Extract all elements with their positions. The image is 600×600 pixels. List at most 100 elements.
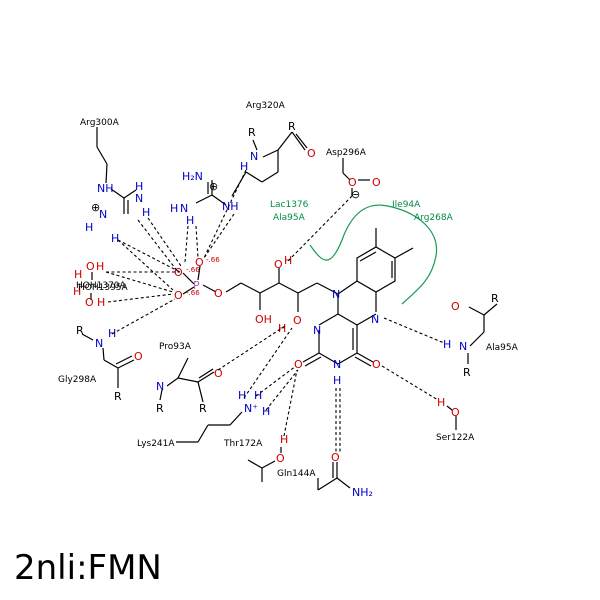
asp296-od2: O	[372, 176, 381, 189]
hydrophobic-contact-arc	[309, 204, 438, 305]
lys241-h1: H	[238, 389, 246, 402]
atom-o1p: O	[195, 256, 204, 269]
label-thr172: Thr172A	[223, 439, 263, 449]
arg300-plus-icon: ⊕	[91, 201, 100, 214]
atom-o4-ribityl: OH	[255, 313, 272, 326]
label-pro93: Pro93A	[159, 342, 192, 352]
gly298-n: N	[95, 337, 103, 350]
water2-o: O	[85, 296, 94, 309]
arg320-n: N	[250, 150, 258, 163]
label-gln144: Gln144A	[277, 469, 316, 479]
atom-o2-ribityl: O	[293, 314, 302, 327]
arg320-nh2-h: H	[186, 214, 194, 227]
atom-o3-ribityl: O	[274, 258, 283, 271]
atom-n1: N	[313, 324, 321, 337]
atom-o2: O	[294, 358, 303, 371]
arg300-nh2: N	[99, 208, 107, 221]
arg320-o: O	[307, 147, 316, 160]
water1-h1: H	[74, 268, 82, 281]
residue-arg320	[195, 131, 308, 206]
ser122-h: H	[437, 396, 445, 409]
arg320-ne: NH	[222, 200, 239, 213]
atom-n3-h: H	[333, 374, 341, 387]
arg320-nh2: H	[170, 202, 178, 215]
atom-n3: N	[333, 358, 341, 371]
label-ser122: Ser122A	[436, 433, 475, 443]
arg300-nh2-h2: H	[111, 232, 119, 245]
arg300-nh1-n: N	[135, 192, 143, 205]
label-ala95: Ala95A	[486, 343, 519, 353]
arg320-nh: H	[240, 160, 248, 173]
arg300-nh1: H	[135, 180, 143, 193]
label-hoh1395: HOH1395A	[78, 283, 129, 293]
atom-n5: N	[371, 313, 379, 326]
charge-o1p: -.66	[206, 256, 220, 264]
label-hoh1370: HOH1370A	[76, 281, 127, 291]
hydrophobic-ala95: Ala95A	[273, 213, 306, 223]
arg300-nh2-h1: H	[85, 221, 93, 234]
gly298-r2: R	[114, 390, 122, 403]
arg300-ne: NH	[97, 182, 114, 195]
water1-o: O	[86, 260, 95, 273]
residue-gln144	[317, 462, 351, 491]
charge-o3p: -.66	[186, 289, 200, 297]
ala95-h: H	[443, 338, 451, 351]
atom-o3p: O	[174, 289, 183, 302]
residue-ala95	[467, 303, 498, 364]
residue-arg300	[96, 127, 137, 214]
atom-n10: N	[332, 288, 340, 301]
atom-o5: O	[214, 287, 223, 300]
thr172-h: H	[280, 433, 288, 446]
pro93-r: R	[156, 402, 164, 415]
water1-h2: H	[96, 260, 104, 273]
residue-ser122	[446, 405, 457, 430]
arg320-plus-icon: ⊕	[209, 180, 218, 193]
waters	[90, 272, 93, 300]
gln144-oe1: O	[331, 451, 340, 464]
pro93-r2: R	[199, 402, 207, 415]
benzene-ring	[356, 246, 396, 293]
gly298-r: R	[76, 324, 84, 337]
label-gly298: Gly298A	[58, 375, 97, 385]
ala95-r: R	[491, 292, 499, 305]
ser122-og: O	[451, 406, 460, 419]
pro93-n: N	[156, 380, 164, 393]
lys241-h3: H	[262, 405, 270, 418]
pro93-o: O	[214, 367, 223, 380]
ala95-n: N	[459, 340, 467, 353]
gly298-o: O	[134, 350, 143, 363]
water2-h2: H	[97, 296, 105, 309]
hydrophobic-arg268: Arg268A	[414, 213, 454, 223]
lys241-nz: N⁺	[244, 402, 258, 415]
water2-h1: H	[73, 285, 81, 298]
asp296-minus-icon: ⊖	[351, 188, 360, 201]
arg320-r: R	[248, 126, 256, 139]
residue-asp296	[342, 158, 370, 196]
ala95-o: O	[451, 300, 460, 313]
atom-phosphorus: P	[193, 279, 200, 292]
residue-pro93	[159, 357, 215, 403]
arg320-nh1: H₂N	[182, 170, 203, 183]
atom-o2-ribityl-h: H	[278, 322, 286, 335]
diagram-title: 2nli:FMN	[14, 548, 162, 588]
charge-o2p: -.66	[186, 266, 200, 274]
arg320-nh2-n: N	[180, 202, 188, 215]
lys241-h2: H	[254, 389, 262, 402]
asp296-od1: O	[348, 176, 357, 189]
residue-thr172	[247, 447, 282, 482]
atom-o4: O	[372, 358, 381, 371]
label-lys241: Lys241A	[137, 439, 175, 449]
thr172-og1: O	[276, 452, 285, 465]
label-asp296: Asp296A	[326, 148, 367, 158]
fmn-ligand	[182, 228, 414, 367]
hydrophobic-lac1376: Lac1376	[270, 200, 309, 210]
residue-gly298	[81, 333, 135, 388]
label-arg300: Arg300A	[80, 118, 120, 128]
residue-lys241	[176, 411, 243, 443]
gln144-ne2: NH₂	[352, 486, 373, 499]
arg300-nh1-h: H	[142, 206, 150, 219]
hydrophobic-ile94: Ile94A	[392, 200, 421, 210]
label-arg320: Arg320A	[246, 101, 286, 111]
